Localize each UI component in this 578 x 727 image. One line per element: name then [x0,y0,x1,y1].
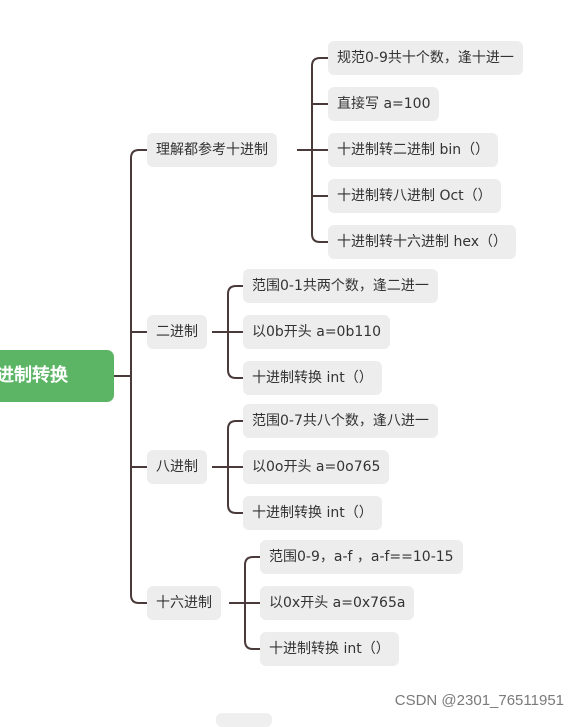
branch-connector [130,594,147,604]
branch-connector [130,149,147,159]
leaf-node[interactable]: 十进制转二进制 bin（） [328,133,499,167]
branch-node-octal[interactable]: 八进制 [147,450,207,484]
root-node[interactable]: 进制转换 [0,350,114,402]
leaf-connector [227,420,243,430]
leaf-node[interactable]: 以0o开头 a=0o765 [243,450,390,484]
leaf-node[interactable]: 范围0-9，a-f ，a-f==10-15 [260,540,463,574]
partial-node-stub [216,713,272,727]
leaf-node[interactable]: 以0b开头 a=0b110 [243,315,391,349]
leaf-node[interactable]: 十进制转换 int（） [243,496,382,530]
leaf-connector [311,233,328,243]
branch-node-hexadecimal[interactable]: 十六进制 [147,586,221,620]
leaf-connector [227,369,243,379]
leaf-node[interactable]: 范围0-1共两个数，逢二进一 [243,269,438,303]
leaf-node[interactable]: 十进制转换 int（） [243,361,382,395]
leaf-node[interactable]: 十进制转十六进制 hex（） [328,225,516,259]
leaf-node[interactable]: 十进制转换 int（） [260,632,399,666]
watermark-text: CSDN @2301_76511951 [394,692,564,709]
leaf-connector [244,640,260,650]
leaf-connector [311,57,328,67]
leaf-node[interactable]: 十进制转八进制 Oct（） [328,179,501,213]
leaf-node[interactable]: 规范0-9共十个数，逢十进一 [328,41,523,75]
branch-node-decimal[interactable]: 理解都参考十进制 [147,133,277,167]
leaf-node[interactable]: 范围0-7共八个数，逢八进一 [243,404,438,438]
leaf-node[interactable]: 以0x开头 a=0x765a [260,586,415,620]
branch-node-binary[interactable]: 二进制 [147,315,207,349]
leaf-connector [227,285,243,295]
leaf-connector [227,504,243,514]
leaf-connector [244,556,260,566]
leaf-node[interactable]: 直接写 a=100 [328,87,440,121]
